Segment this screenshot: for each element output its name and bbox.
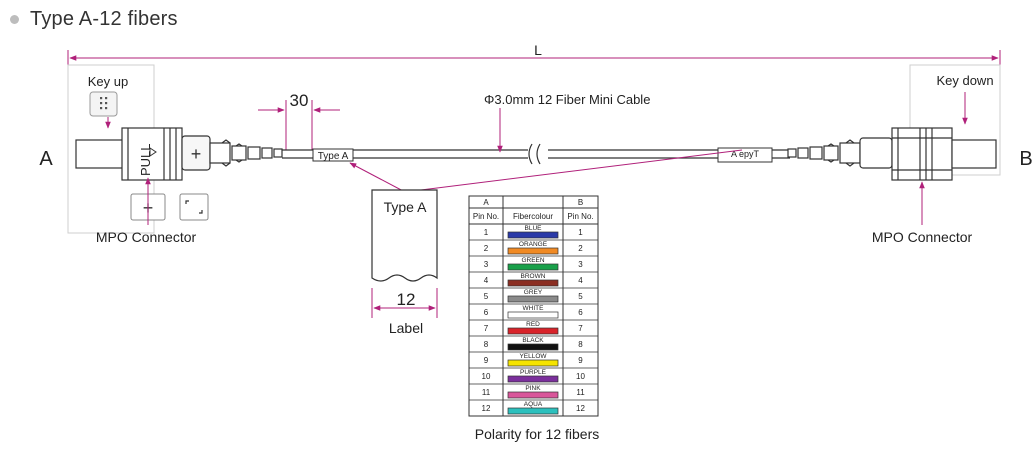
mpo-right-connector	[891, 127, 997, 181]
fiber-color-name: YELLOW	[519, 353, 547, 360]
fiber-color-name: GREY	[524, 289, 543, 296]
page-title: Type A-12 fibers	[30, 7, 178, 30]
key-up-label: Key up	[88, 74, 128, 89]
fiber-color-swatch	[507, 375, 559, 383]
table-pin-a: 11	[482, 388, 491, 397]
fiber-color-swatch	[507, 391, 559, 399]
fiber-color-name: GREEN	[521, 257, 544, 264]
table-header-b: B	[578, 198, 583, 207]
fiber-color-name: BLUE	[525, 225, 543, 232]
polarity-caption: Polarity for 12 fibers	[475, 426, 600, 442]
mpo-right-label: MPO Connector	[872, 229, 973, 245]
fiber-color-swatch	[507, 359, 559, 367]
table-pin-a: 12	[482, 404, 491, 413]
table-col-pin-b: Pin No.	[567, 212, 593, 221]
length-label: L	[534, 42, 542, 58]
mpo-left-label: MPO Connector	[96, 229, 197, 245]
table-pin-b: 10	[576, 372, 585, 381]
table-pin-a: 3	[484, 260, 489, 269]
fiber-color-name: WHITE	[523, 305, 545, 312]
fiber-color-swatch	[507, 407, 559, 415]
table-pin-b: 5	[578, 292, 583, 301]
fiber-color-name: BROWN	[521, 273, 546, 280]
fiber-color-swatch	[507, 279, 559, 287]
mpo-right-region	[909, 64, 1001, 176]
page-heading: Type A-12 fibers	[10, 6, 178, 32]
fiber-color-swatch	[507, 231, 559, 239]
table-pin-a: 7	[484, 324, 489, 333]
fiber-color-swatch	[507, 247, 559, 255]
table-pin-b: 4	[578, 276, 583, 285]
table-pin-b: 2	[578, 244, 583, 253]
pull-text: PULL	[138, 143, 153, 176]
key-down-label: Key down	[936, 73, 993, 88]
table-col-fiber: Fibercolour	[513, 212, 553, 221]
table-pin-a: 6	[484, 308, 489, 317]
table-pin-b: 1	[578, 228, 583, 237]
table-pin-a: 5	[484, 292, 489, 301]
label-caption: Label	[389, 320, 423, 336]
boot-left	[209, 139, 283, 167]
key-up-icon	[89, 91, 118, 117]
label-tag-right-text: A epyT	[731, 149, 760, 159]
label-width-text: 12	[397, 290, 416, 309]
plus-icon: +	[191, 144, 202, 164]
dimension-30-label: 30	[290, 91, 309, 110]
table-pin-b: 7	[578, 324, 583, 333]
boot-right	[787, 137, 893, 169]
label-tag-left-text: Type A	[318, 151, 349, 162]
table-pin-a: 8	[484, 340, 489, 349]
cable-spec: Φ3.0mm 12 Fiber Mini Cable	[484, 92, 650, 107]
label-width-dimension	[371, 288, 438, 318]
end-a-label: A	[39, 148, 53, 170]
mpo-left-connector	[75, 127, 211, 181]
fiber-color-name: BLACK	[522, 337, 544, 344]
table-pin-a: 4	[484, 276, 489, 285]
fiber-color-swatch	[507, 295, 559, 303]
table-header-a: A	[483, 198, 489, 207]
fiber-color-swatch	[507, 343, 559, 351]
fiber-color-name: RED	[526, 321, 540, 328]
table-pin-b: 12	[576, 404, 585, 413]
table-pin-a: 2	[484, 244, 489, 253]
table-pin-b: 11	[576, 388, 585, 397]
fiber-color-name: AQUA	[524, 401, 543, 408]
table-pin-b: 3	[578, 260, 583, 269]
fiber-color-name: PURPLE	[520, 369, 547, 376]
corner-box-icon	[179, 193, 209, 221]
end-b-label: B	[1019, 148, 1032, 170]
fiber-color-swatch	[507, 311, 559, 319]
dimension-30	[258, 100, 340, 150]
bullet-icon	[10, 14, 19, 24]
label-pointer-lines	[349, 149, 743, 193]
fiber-color-swatch	[507, 263, 559, 271]
table-pin-a: 9	[484, 356, 489, 365]
label-card-text: Type A	[384, 199, 427, 215]
table-pin-a: 1	[484, 228, 489, 237]
table-pin-a: 10	[482, 372, 491, 381]
label-card	[371, 189, 438, 282]
table-pin-b: 6	[578, 308, 583, 317]
fiber-color-swatch	[507, 327, 559, 335]
table-pin-b: 9	[578, 356, 583, 365]
fiber-color-name: PINK	[525, 385, 541, 392]
table-col-pin-a: Pin No.	[473, 212, 499, 221]
fiber-color-name: ORANGE	[519, 241, 548, 248]
pull-arrow-icon	[149, 147, 157, 157]
table-pin-b: 8	[578, 340, 583, 349]
label-tag-left	[312, 148, 354, 162]
